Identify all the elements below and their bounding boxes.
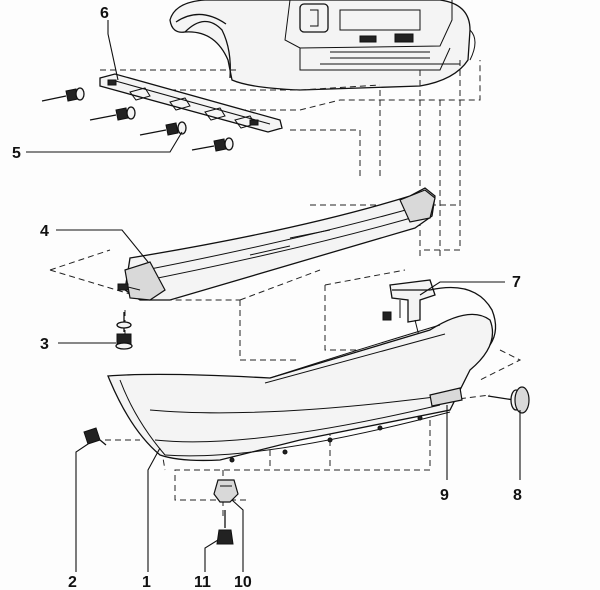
part-5-bolts — [41, 87, 234, 152]
callout-3: 3 — [40, 336, 49, 353]
callout-10: 10 — [234, 574, 252, 590]
callout-8: 8 — [513, 487, 522, 504]
leader-lines — [26, 20, 521, 572]
part-3-bolt — [115, 312, 133, 350]
callout-7: 7 — [512, 274, 521, 291]
bolt-5a — [41, 87, 85, 102]
bolt-5b — [89, 106, 136, 121]
callout-1: 1 — [142, 574, 151, 590]
callout-4: 4 — [40, 223, 49, 240]
part-2-screw — [83, 427, 107, 446]
assembly-guide-lines — [49, 60, 522, 520]
bolt-5d — [191, 137, 234, 152]
car-body-rear — [169, 0, 476, 91]
callout-5: 5 — [12, 145, 21, 162]
part-4-reinforcement-beam — [117, 187, 436, 301]
part-6-mounting-rail — [99, 73, 283, 133]
callout-9: 9 — [440, 487, 449, 504]
part-10-clip — [213, 479, 239, 503]
callout-2: 2 — [68, 574, 77, 590]
callout-6: 6 — [100, 5, 109, 22]
part-11-screw — [216, 510, 234, 545]
bolt-5c — [139, 121, 187, 136]
part-8-bolt — [487, 386, 530, 414]
callout-11: 11 — [194, 574, 211, 590]
part-1-bumper-cover — [107, 286, 497, 463]
callout-labels: 6 5 4 3 7 8 9 1 2 11 10 — [12, 5, 522, 590]
